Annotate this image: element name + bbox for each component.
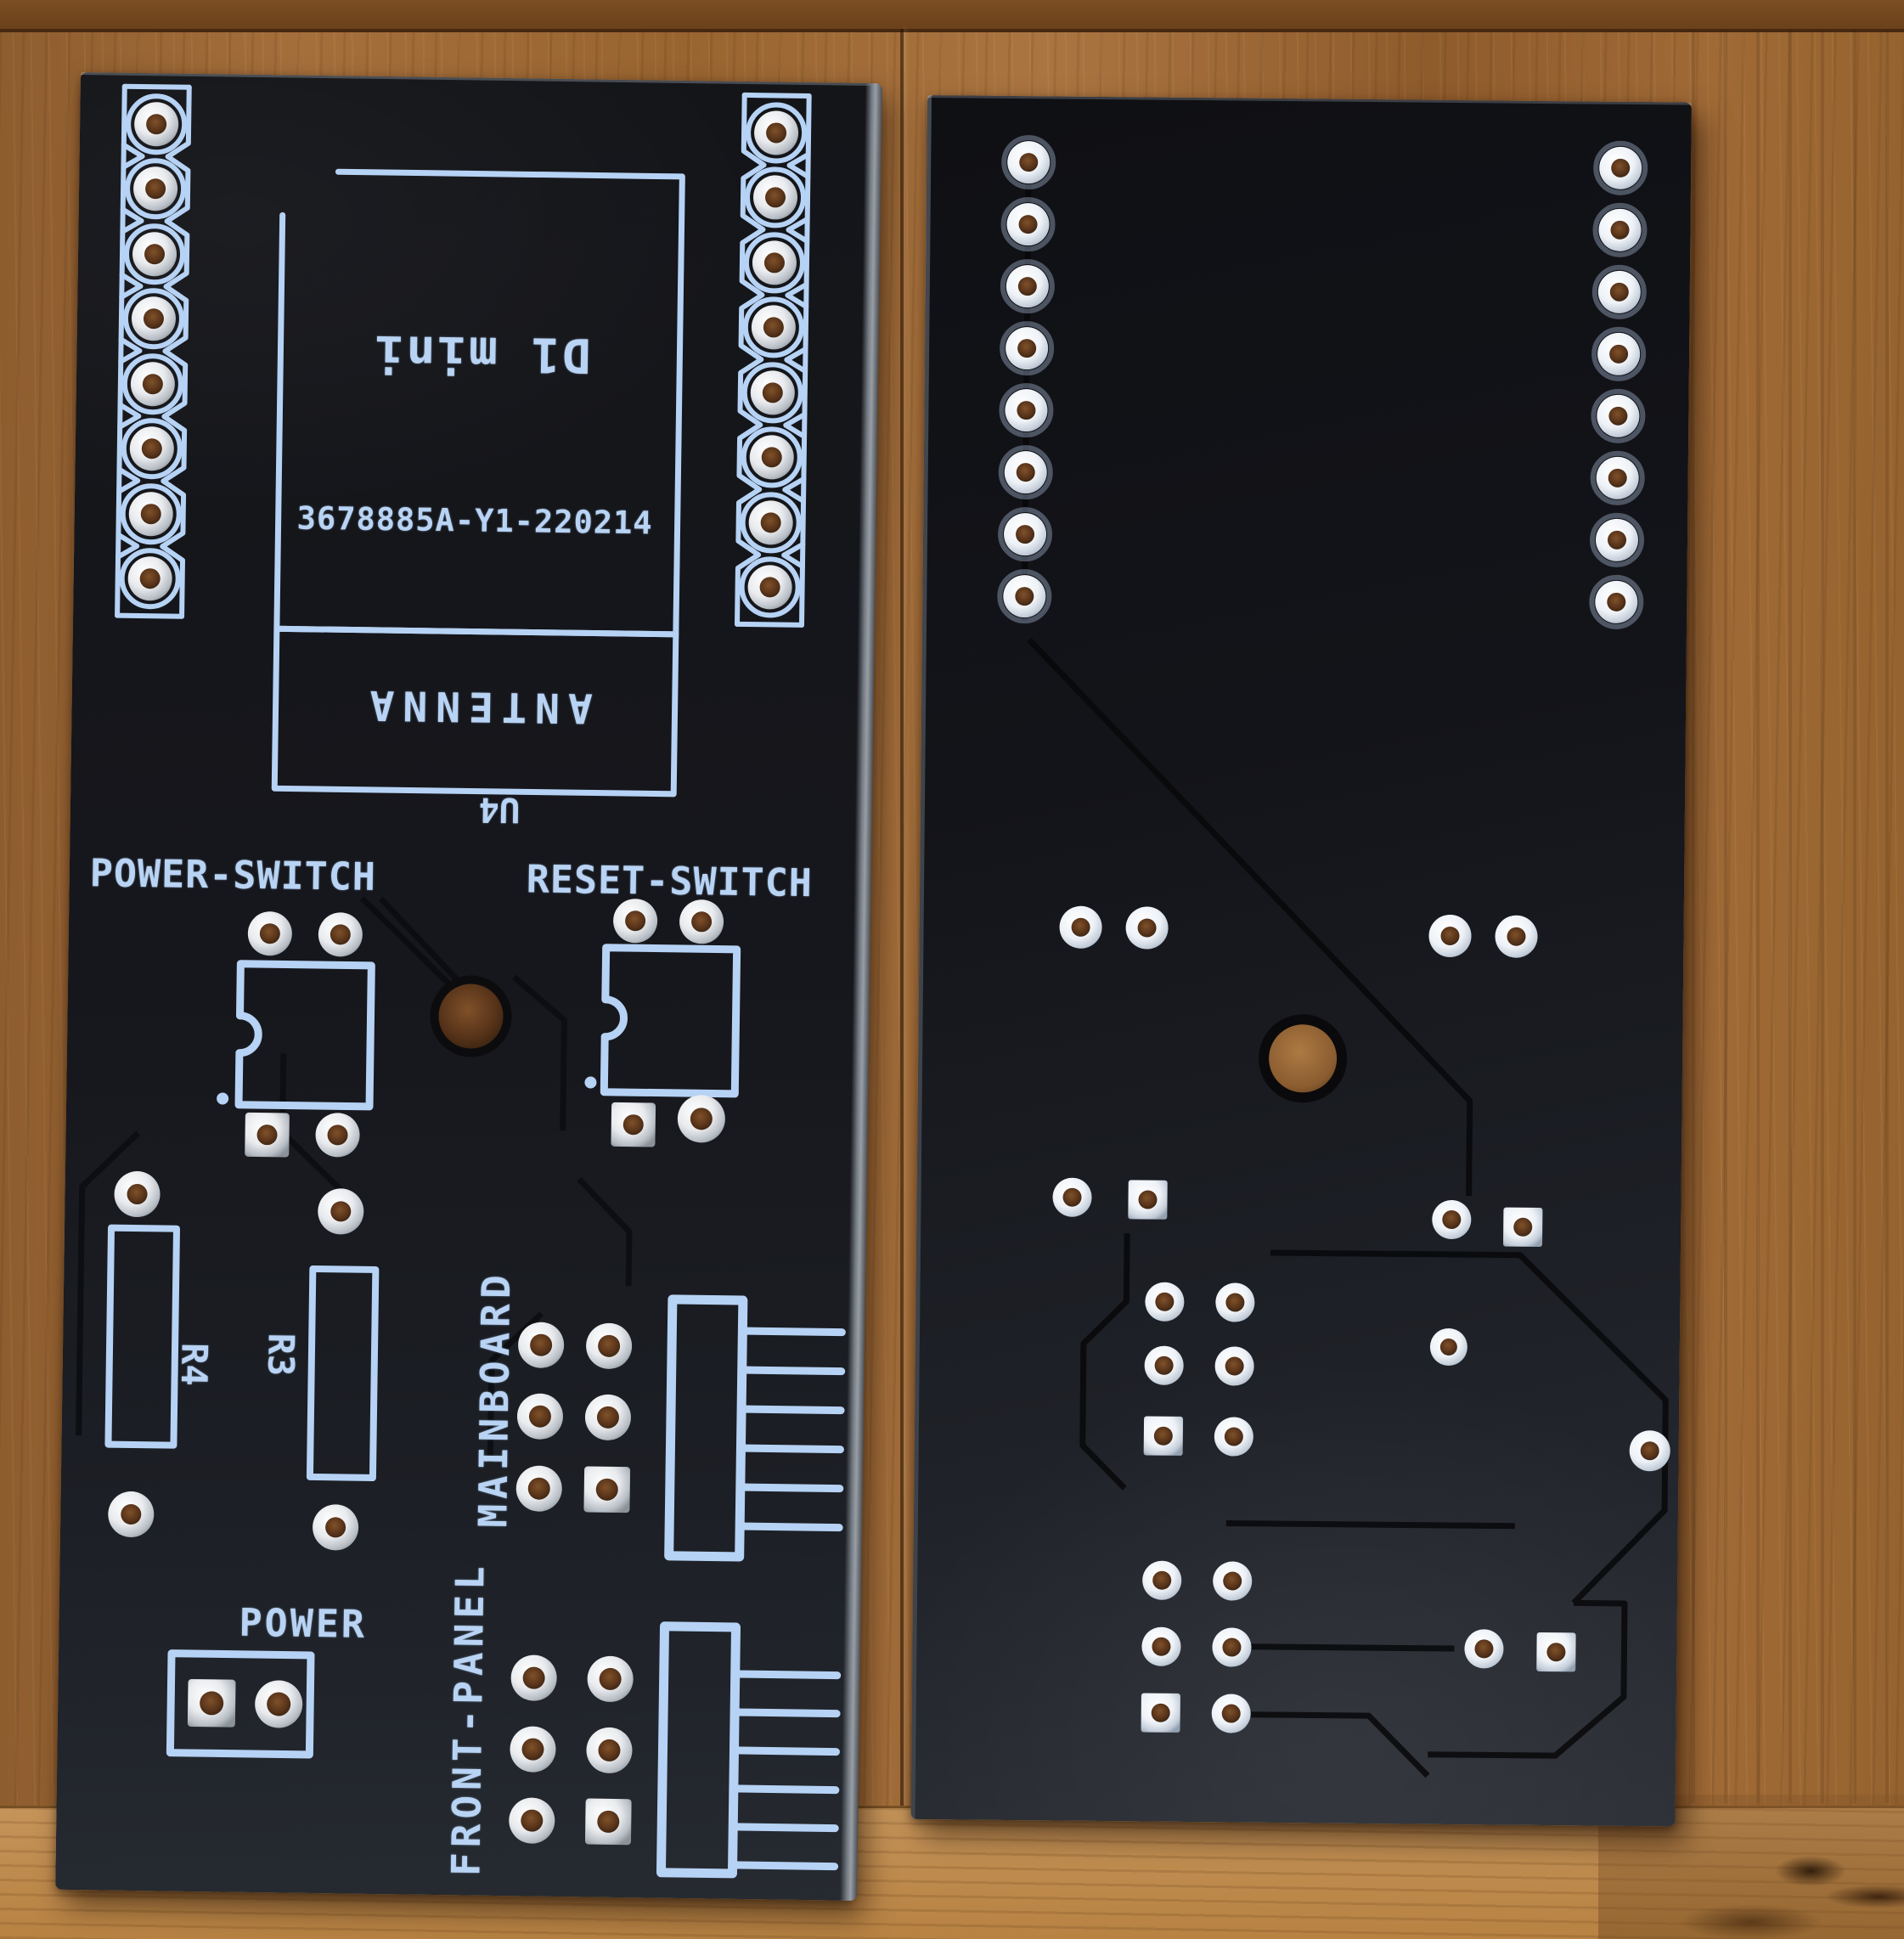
power-switch-label: POWER-SWITCH xyxy=(89,850,377,899)
front-copper-traces xyxy=(76,896,633,1463)
back-mounting-hole xyxy=(1259,1014,1348,1103)
back-power-connector-pads xyxy=(1464,1629,1576,1672)
power-label: POWER xyxy=(239,1599,368,1647)
power-switch-footprint-silk xyxy=(217,960,375,1111)
pin-header-right-holes xyxy=(747,110,799,610)
power-connector-pads xyxy=(187,1679,303,1728)
front-panel-connector-silk xyxy=(656,1621,842,1879)
back-reset-switch-pads xyxy=(1052,905,1169,1220)
module-designator-label: U4 xyxy=(478,789,521,830)
reset-switch-label: RESET-SWITCH xyxy=(526,856,814,906)
wood-plank-seam-vertical xyxy=(900,29,904,1939)
power-connector-outline-silk xyxy=(166,1649,315,1759)
batch-code-label: 3678885A-Y1-220214 xyxy=(296,499,653,542)
resistor-r3-outline-silk xyxy=(306,1265,380,1481)
back-copper-traces xyxy=(1021,183,1669,1778)
module-outline-silk xyxy=(271,168,685,798)
back-front-panel-pad-grid xyxy=(1141,1560,1253,1733)
back-power-switch-pads xyxy=(1428,914,1543,1247)
mounting-hole xyxy=(430,975,512,1057)
resistor-pads xyxy=(108,1171,364,1551)
pin-header-left-silk xyxy=(115,83,192,619)
front-panel-pad-grid xyxy=(509,1654,634,1846)
mainboard-connector-silk xyxy=(664,1294,846,1562)
module-footprint-label: D1 mini xyxy=(372,324,592,383)
power-switch-pads xyxy=(245,911,363,1158)
front-silkscreen xyxy=(104,83,846,1879)
resistor-r4-outline-silk xyxy=(104,1224,180,1449)
pcb-front-artwork xyxy=(76,83,846,1879)
resistor-r4-label: R4 xyxy=(172,1342,216,1387)
pin-header-left-holes xyxy=(127,102,179,601)
back-header-holes-right xyxy=(1589,140,1648,629)
mainboard-pad-grid xyxy=(515,1322,633,1513)
pcb-back-artwork xyxy=(997,135,1670,1778)
pcb-back-side xyxy=(910,95,1692,1827)
resistor-r3-label: R3 xyxy=(260,1333,302,1377)
wood-grain-right xyxy=(1692,29,1904,1803)
back-single-pads xyxy=(1429,1327,1670,1472)
pin-header-right-silk xyxy=(735,92,812,628)
reset-switch-pads xyxy=(611,899,725,1147)
back-mainboard-pad-grid xyxy=(1143,1282,1255,1457)
pcb-front-side: D1 mini 3678885A-Y1-220214 ANTENNA U4 PO… xyxy=(55,72,879,1901)
antenna-label: ANTENNA xyxy=(361,680,594,732)
reset-switch-footprint-silk xyxy=(584,944,741,1098)
front-panel-label: FRONT-PANEL xyxy=(442,1560,493,1877)
wood-plank-seam-top xyxy=(0,0,1904,32)
back-header-holes-left xyxy=(997,135,1056,624)
